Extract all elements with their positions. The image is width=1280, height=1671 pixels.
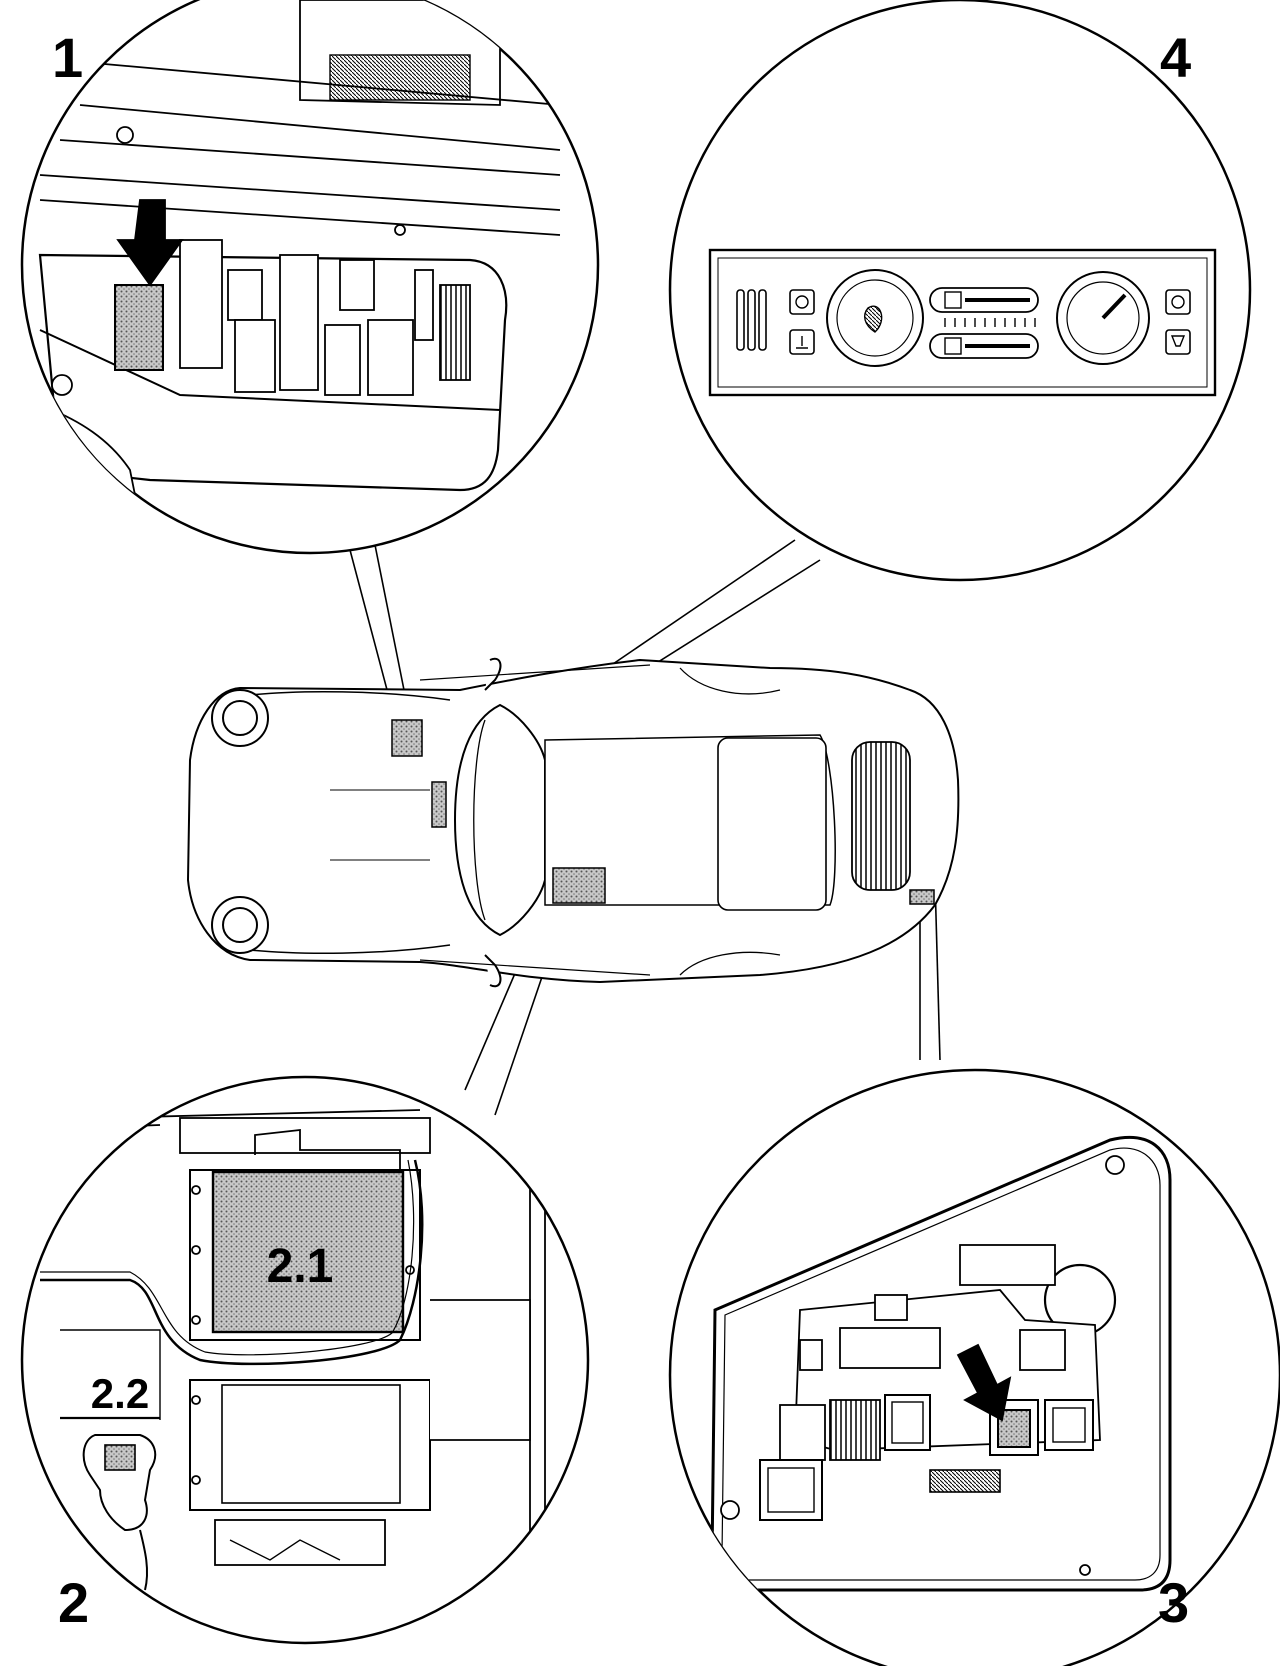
detail-view-3 [668, 1068, 1280, 1671]
highlighted-relay-1 [114, 284, 164, 371]
car-location-3 [909, 889, 935, 905]
callout-number-3: 3 [1158, 1571, 1190, 1634]
callout-number-1: 1 [52, 26, 84, 89]
vent-slots [736, 289, 767, 351]
detail-view-4 [668, 0, 1252, 582]
arrow-indicator-1 [116, 199, 184, 287]
relay-2-2 [104, 1444, 136, 1471]
fan-icon [863, 305, 883, 333]
car-location-4 [431, 781, 447, 828]
arrow-indicator-3 [956, 1343, 1012, 1422]
label-2-1: 2.1 [267, 1240, 334, 1293]
label-2-2: 2.2 [91, 1370, 149, 1417]
control-unit-2-1 [211, 1170, 405, 1334]
detail-view-1 [20, 0, 600, 555]
car-location-2 [552, 867, 606, 904]
detail-view-2: 2.1 2.2 [20, 1075, 590, 1645]
car-location-1 [391, 719, 423, 757]
callout-number-4: 4 [1160, 26, 1192, 89]
car-top-view [186, 657, 960, 988]
callout-number-2: 2 [58, 1571, 90, 1634]
